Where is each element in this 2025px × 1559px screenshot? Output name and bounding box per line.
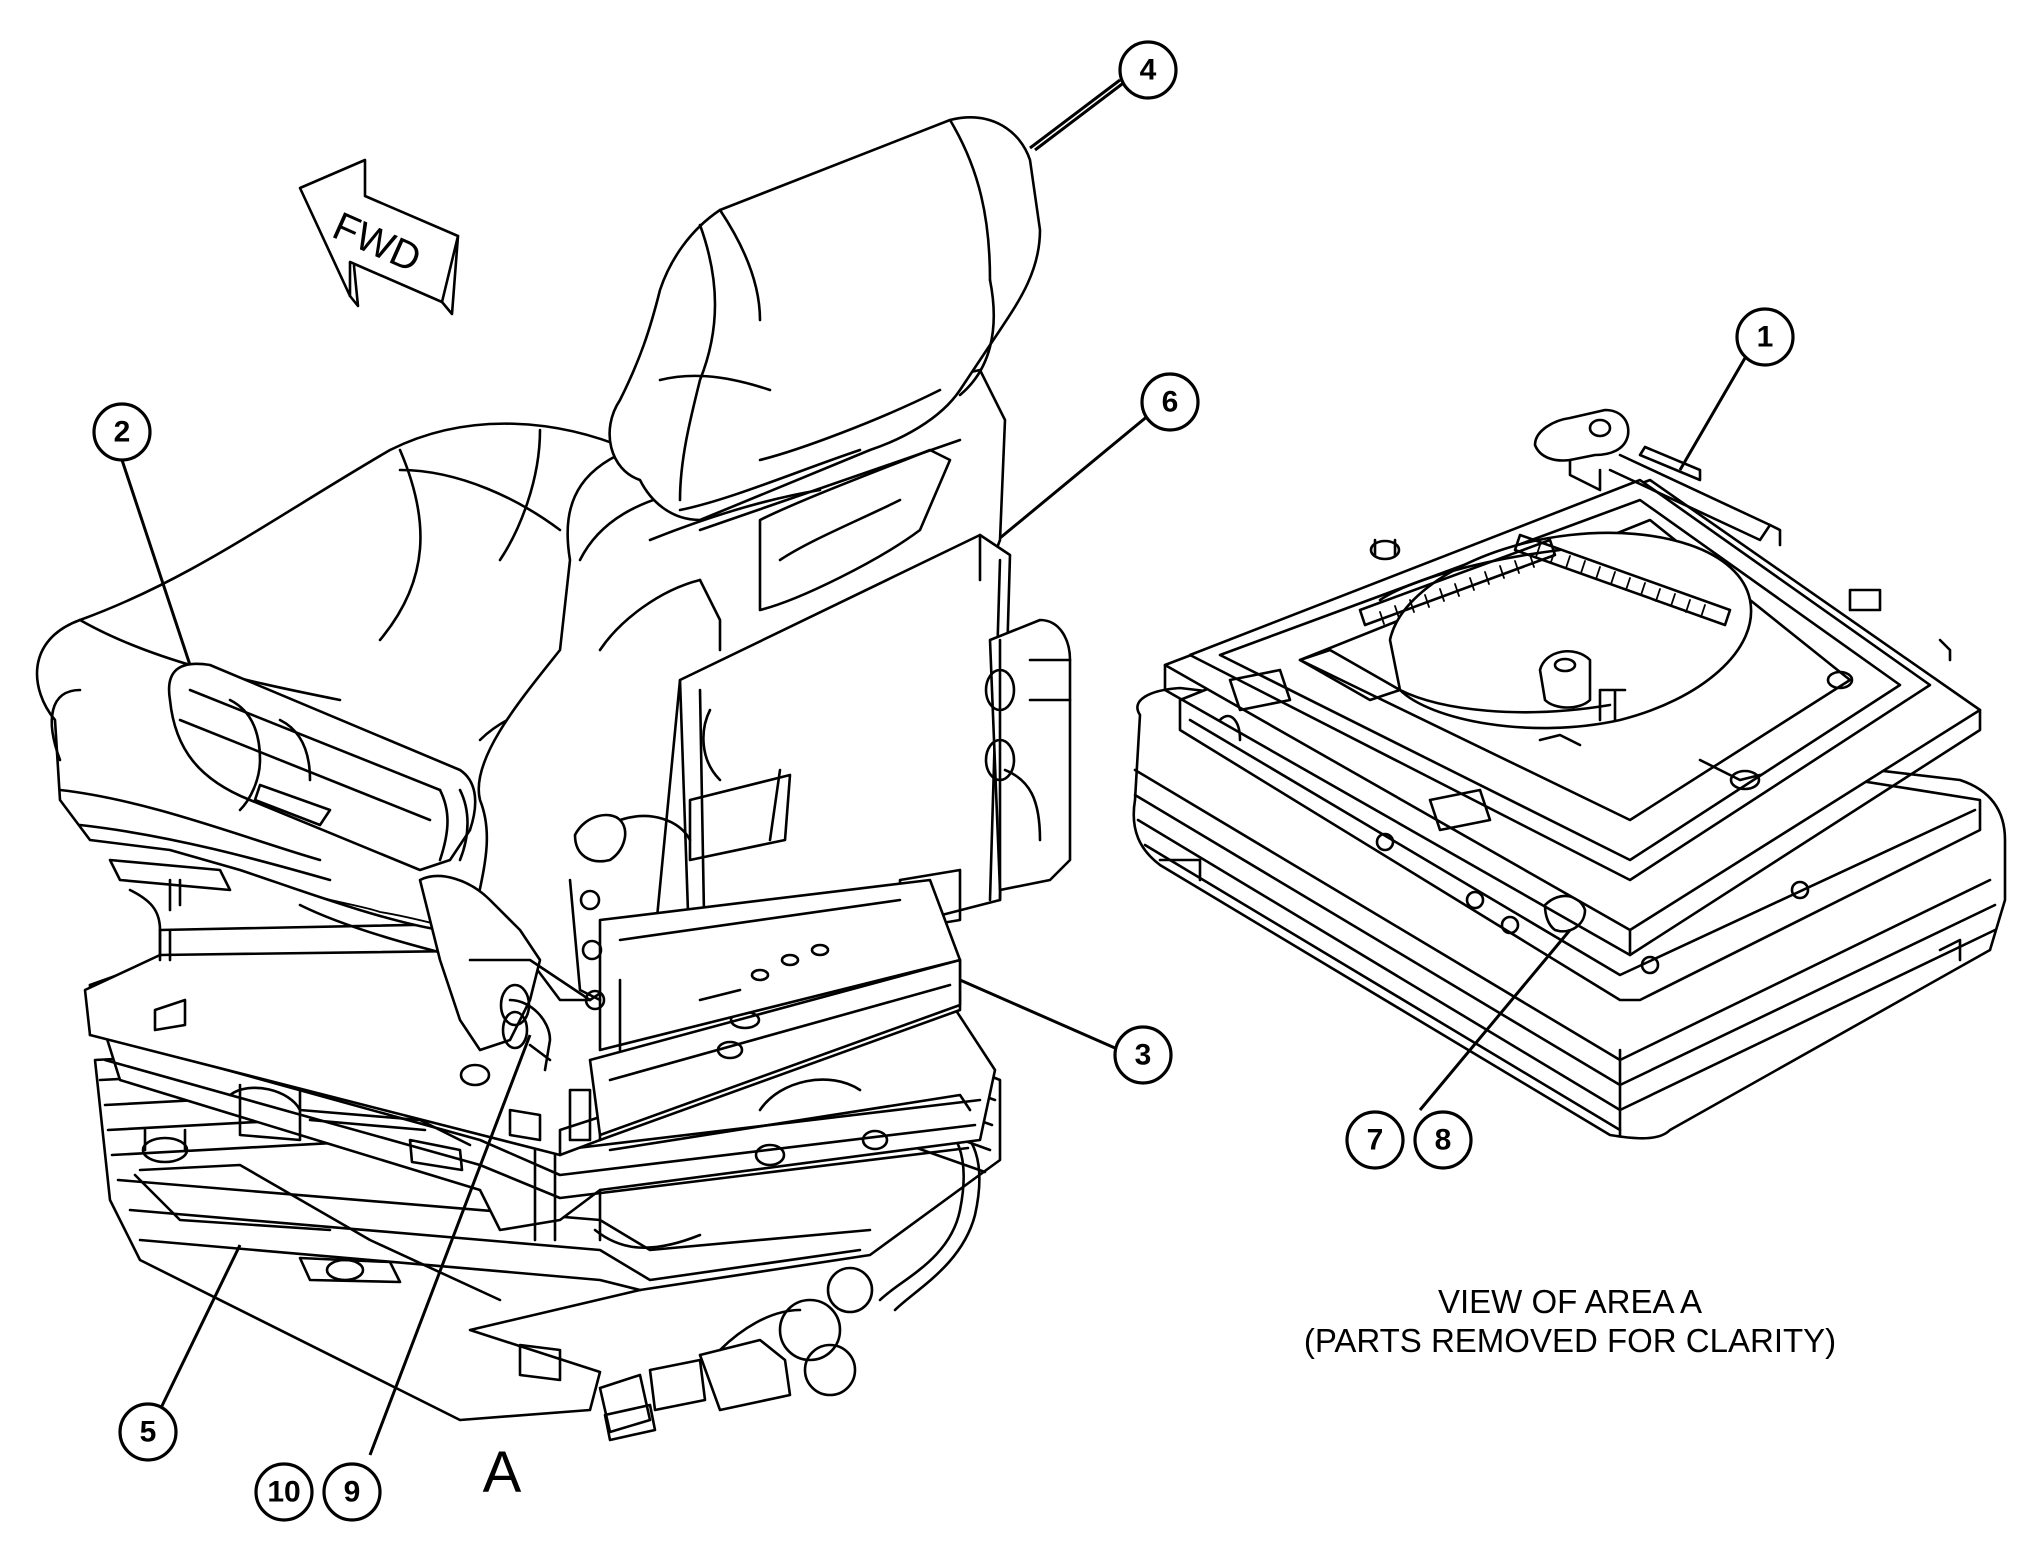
- callout-3: 3: [1113, 1025, 1173, 1085]
- callout-9: 9: [322, 1462, 382, 1522]
- callout-10: 10: [254, 1462, 314, 1522]
- callout-8: 8: [1413, 1110, 1473, 1170]
- callout-4: 4: [1118, 40, 1178, 100]
- callout-7: 7: [1345, 1110, 1405, 1170]
- area-a-label: A: [483, 1440, 522, 1505]
- area-a-detail: [1132, 408, 2007, 1140]
- seat-assembly: [35, 116, 1072, 1442]
- callout-6: 6: [1140, 372, 1200, 432]
- callout-8-label: 8: [1435, 1124, 1452, 1157]
- headrest: [608, 116, 1042, 522]
- armrest: [167, 662, 477, 872]
- callout-4-label: 4: [1140, 54, 1157, 87]
- leader-lines: [120, 76, 1747, 1456]
- callout-5-label: 5: [140, 1416, 157, 1449]
- callout-2: 2: [92, 402, 152, 462]
- callout-1-label: 1: [1757, 321, 1774, 354]
- armrest-support: [418, 813, 692, 1142]
- view-caption-line2: (PARTS REMOVED FOR CLARITY): [1304, 1322, 1836, 1359]
- callout-7-label: 7: [1367, 1124, 1384, 1157]
- callout-6-label: 6: [1162, 386, 1179, 419]
- fwd-arrow: FWD: [298, 158, 460, 316]
- side-mechanism: [898, 618, 1072, 932]
- callout-9-label: 9: [344, 1476, 361, 1509]
- callout-10-label: 10: [267, 1476, 300, 1509]
- callout-5: 5: [118, 1402, 178, 1462]
- callout-1: 1: [1735, 307, 1795, 367]
- view-caption-line1: VIEW OF AREA A: [1438, 1283, 1702, 1320]
- callout-2-label: 2: [114, 416, 131, 449]
- callout-3-label: 3: [1135, 1039, 1152, 1072]
